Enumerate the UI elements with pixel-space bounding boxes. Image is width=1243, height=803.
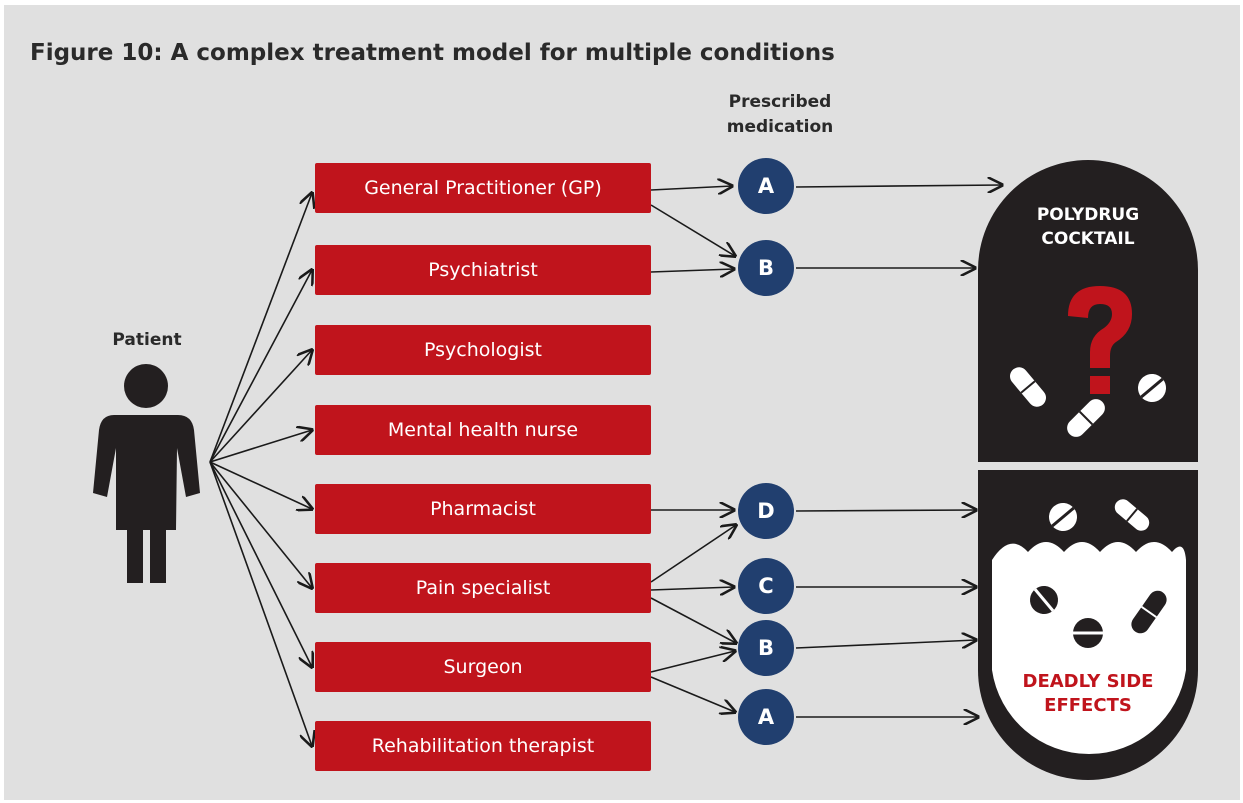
provider-box-psychologist: Psychologist [315,325,651,375]
arrow-to-rehab [209,461,312,746]
patient-icon [93,364,200,583]
medication-circle: A [738,158,794,214]
medication-circle: B [738,620,794,676]
arrow-pain-to-d [650,525,736,583]
arrow-to-pain-specialist [209,461,312,588]
question-mark-icon [1068,286,1132,394]
provider-arrows [650,186,736,712]
provider-box-psychiatrist: Psychiatrist [315,245,651,295]
pill-top-label: POLYDRUG COCKTAIL [1036,205,1140,249]
provider-box-pain-specialist: Pain specialist [315,563,651,613]
provider-box-gp: General Practitioner (GP) [315,163,651,213]
figure-title: Figure 10: A complex treatment model for… [30,40,835,66]
arrow-d-to-pill [795,510,976,511]
provider-box-mental-health-nurse: Mental health nurse [315,405,651,455]
medication-header: Prescribed medication [726,92,834,137]
patient-arrows [209,193,312,746]
capsule-icon [1114,499,1150,531]
pill-white-fill [992,542,1186,755]
arrow-to-psychiatrist [209,270,312,463]
arrow-to-gp [209,193,312,463]
arrow-to-surgeon [209,461,312,667]
medication-circle: C [738,558,794,614]
medication-arrows [795,185,1002,717]
provider-box-rehabilitation-therapist: Rehabilitation therapist [315,721,651,771]
arrow-a-to-pill [795,185,1002,187]
arrow-to-nurse [209,430,312,463]
tablet-icon [1073,618,1103,648]
arrow-surgeon-to-a [650,676,735,712]
tablet-icon [1138,374,1166,402]
tablet-icon [1030,586,1058,614]
arrow-to-pharmacist [209,461,312,509]
arrow-gp-to-a [650,186,732,190]
pill-bottom-label: DEADLY SIDE EFFECTS [1022,671,1154,716]
arrow-pain-to-b [650,597,736,643]
arrow-gp-to-b [650,204,735,256]
arrow-psychiatrist-to-b [650,269,734,272]
medication-circle: D [738,483,794,539]
capsule-icon [1131,590,1167,634]
arrow-b2-to-pill [795,640,976,649]
capsule-icon [1010,367,1046,407]
polydrug-pill [978,160,1198,780]
arrow-surgeon-to-b [650,651,735,673]
medication-circle: A [738,689,794,745]
tablet-icon [1049,503,1077,531]
arrow-pain-to-c [650,587,734,590]
provider-box-surgeon: Surgeon [315,642,651,692]
arrow-to-psychologist [209,350,312,463]
capsule-icon [1067,399,1105,437]
patient-label: Patient [112,330,182,350]
medication-circle: B [738,240,794,296]
provider-box-pharmacist: Pharmacist [315,484,651,534]
